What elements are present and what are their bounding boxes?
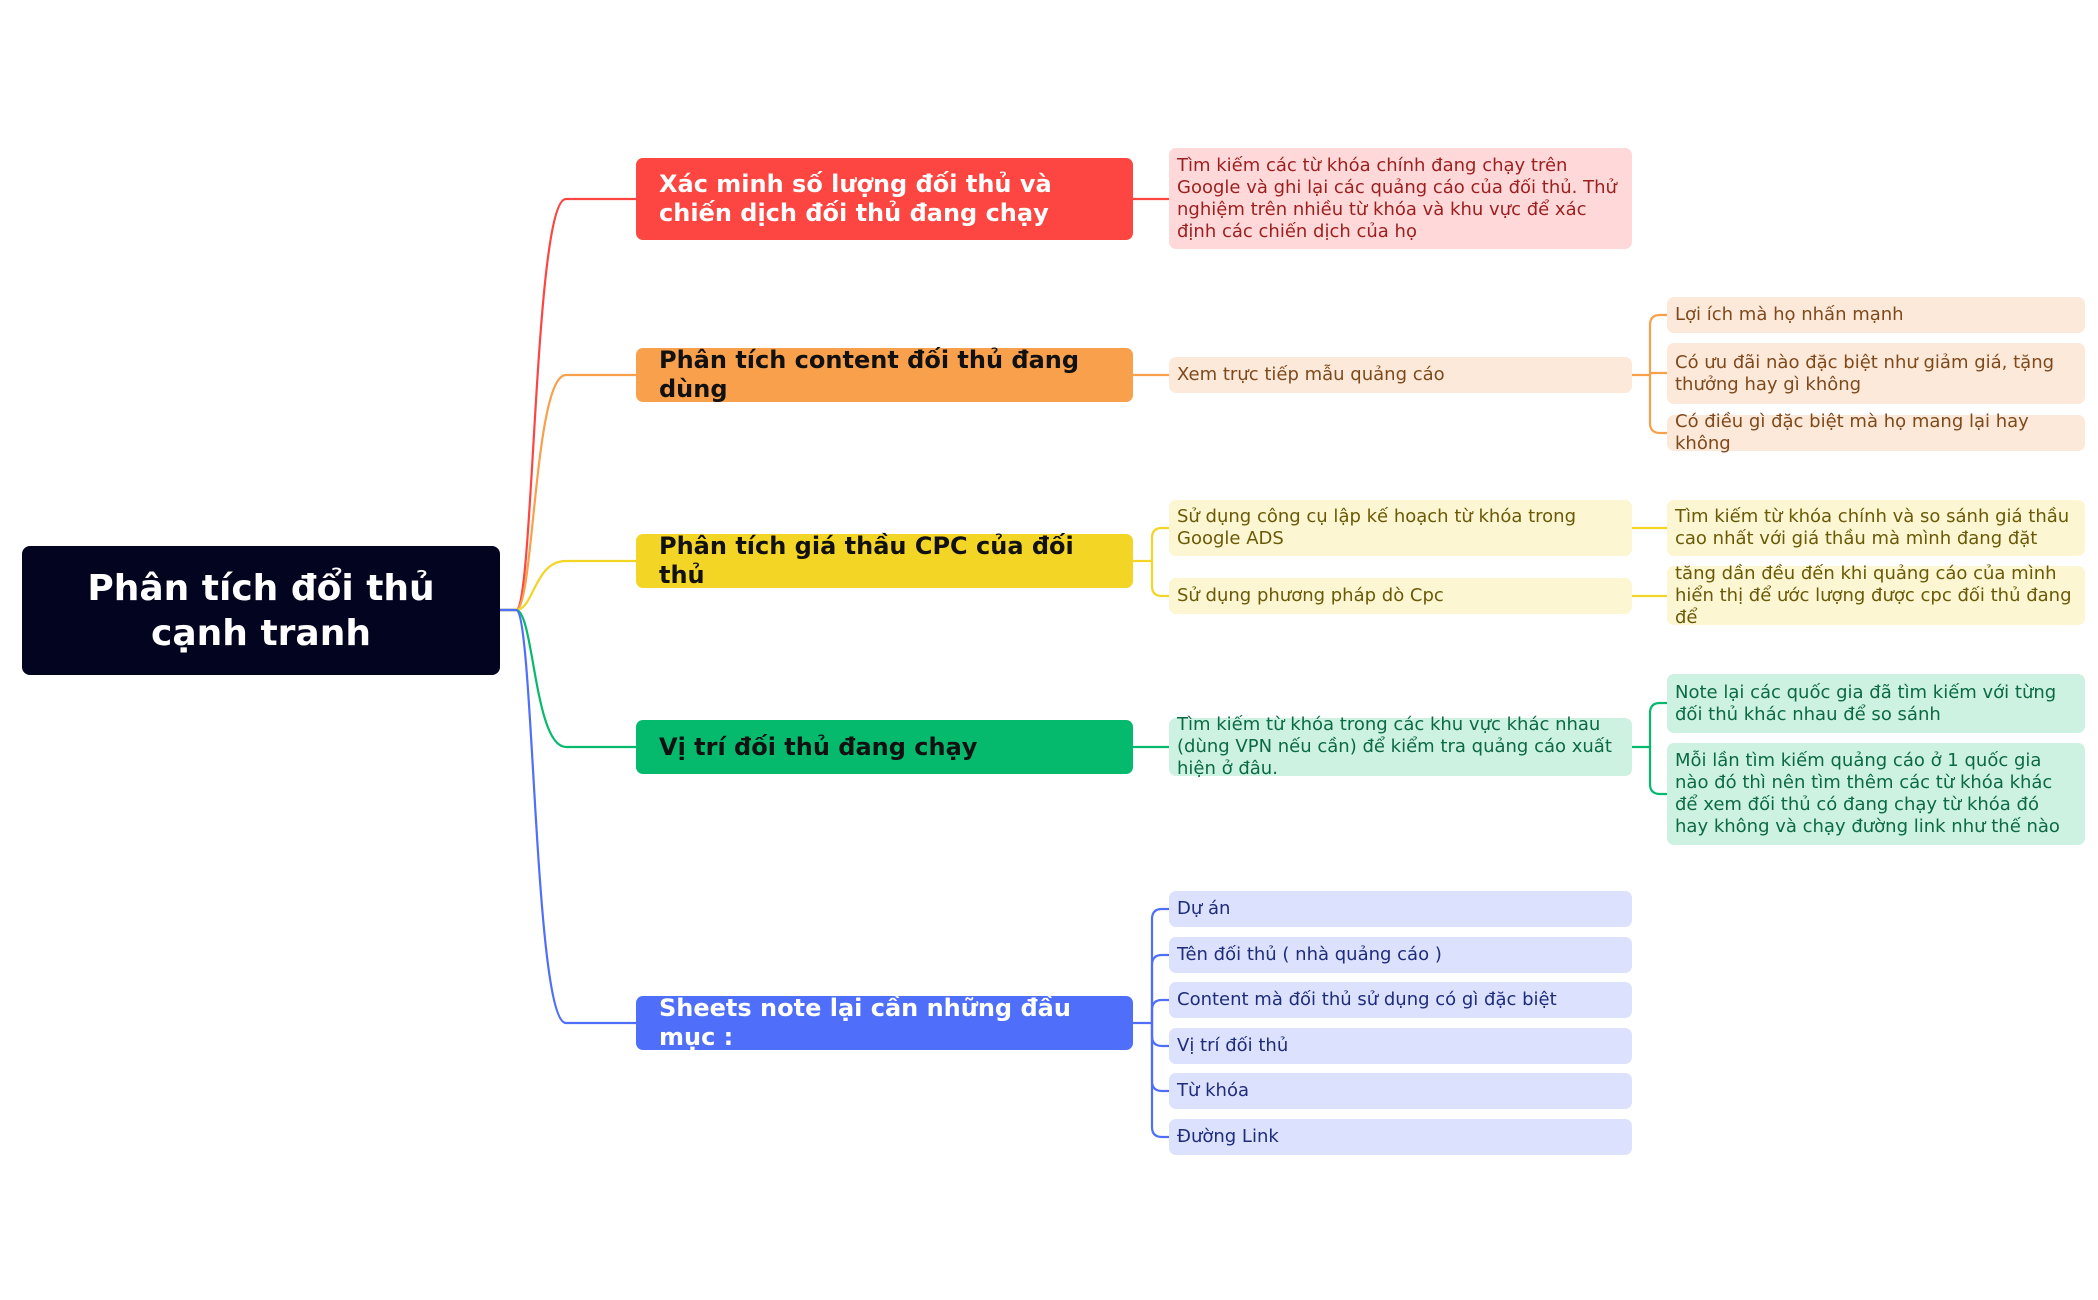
connector-blue-sub-5 [1150, 1023, 1169, 1139]
sub-label: Tìm kiếm từ khóa trong các khu vực khác … [1177, 714, 1612, 779]
connector-root-green [500, 608, 636, 749]
leaf-special-value[interactable]: Có điều gì đặc biệt mà họ mang lại hay k… [1667, 411, 2085, 454]
branch-label: Vị trí đối thủ đang chạy [659, 732, 978, 761]
connector-yellow-sub-1 [1150, 561, 1169, 598]
connector-root-blue [500, 608, 636, 1025]
leaf-label: Note lại các quốc gia đã tìm kiếm với từ… [1675, 681, 2057, 725]
sub-search-main-keywords[interactable]: Tìm kiếm các từ khóa chính đang chạy trê… [1169, 148, 1632, 249]
branch-sheets-notes[interactable]: Sheets note lại cần những đầu mục : [636, 994, 1133, 1051]
connector-blue-sub-4 [1150, 1023, 1169, 1093]
connector-blue-sub-2 [1150, 998, 1169, 1023]
connector-green-leaf-0 [1648, 701, 1667, 747]
leaf-label: Lợi ích mà họ nhấn mạnh [1675, 304, 1904, 325]
leaf-search-more-keywords[interactable]: Mỗi lần tìm kiếm quảng cáo ở 1 quốc gia … [1667, 743, 2085, 845]
branch-label: Phân tích content đối thủ đang dùng [659, 346, 1080, 403]
sub-competitor-name[interactable]: Tên đối thủ ( nhà quảng cáo ) [1169, 937, 1632, 973]
connector-blue-sub-0 [1150, 907, 1169, 1023]
connector-orange-leaf-0 [1648, 313, 1667, 375]
sub-keyword-planner[interactable]: Sử dụng công cụ lập kế hoạch từ khóa tro… [1169, 500, 1632, 556]
sub-label: Từ khóa [1177, 1080, 1249, 1101]
leaf-label: Tìm kiếm từ khóa chính và so sánh giá th… [1675, 506, 2070, 549]
sub-label: Vị trí đối thủ [1177, 1035, 1289, 1056]
sub-label: Tìm kiếm các từ khóa chính đang chạy trê… [1177, 154, 1617, 242]
leaf-note-countries[interactable]: Note lại các quốc gia đã tìm kiếm với từ… [1667, 674, 2085, 733]
sub-link[interactable]: Đường Link [1169, 1119, 1632, 1155]
leaf-special-offers[interactable]: Có ưu đãi nào đặc biệt như giảm giá, tặn… [1667, 343, 2085, 404]
leaf-emphasized-benefits[interactable]: Lợi ích mà họ nhấn mạnh [1667, 297, 2085, 333]
root-node[interactable]: Phân tích đổi thủ cạnh tranh [22, 546, 500, 675]
sub-search-regions-vpn[interactable]: Tìm kiếm từ khóa trong các khu vực khác … [1169, 714, 1632, 779]
connector-orange-leaf-2 [1648, 375, 1667, 435]
sub-project[interactable]: Dự án [1169, 891, 1632, 927]
connector-green-leaf-1 [1648, 747, 1667, 796]
leaf-label: Mỗi lần tìm kiếm quảng cáo ở 1 quốc gia … [1675, 750, 2060, 837]
connector-blue-sub-3 [1150, 1023, 1169, 1048]
connector-orange-leaf-1 [1648, 371, 1667, 376]
sub-competitor-location[interactable]: Vị trí đối thủ [1169, 1028, 1632, 1064]
leaf-label: Có ưu đãi nào đặc biệt như giảm giá, tặn… [1675, 351, 2055, 395]
sub-label: Sử dụng công cụ lập kế hoạch từ khóa tro… [1177, 506, 1577, 549]
connector-yellow-sub-0 [1150, 526, 1169, 561]
sub-label: Content mà đối thủ sử dụng có gì đặc biệ… [1177, 989, 1557, 1010]
sub-special-content[interactable]: Content mà đối thủ sử dụng có gì đặc biệ… [1169, 982, 1632, 1018]
sub-label: Xem trực tiếp mẫu quảng cáo [1177, 364, 1445, 385]
sub-label: Tên đối thủ ( nhà quảng cáo ) [1177, 944, 1442, 965]
leaf-increase-bids[interactable]: tăng dần đều đến khi quảng cáo của mình … [1667, 563, 2085, 628]
branch-content-analysis[interactable]: Phân tích content đối thủ đang dùng [636, 346, 1133, 403]
branch-competitor-count[interactable]: Xác minh số lượng đối thủ và chiến dịch … [636, 158, 1133, 240]
connector-root-red [500, 197, 636, 612]
sub-label: Đường Link [1177, 1126, 1279, 1147]
branch-label: Sheets note lại cần những đầu mục : [659, 994, 1071, 1051]
sub-view-ad-samples[interactable]: Xem trực tiếp mẫu quảng cáo [1169, 357, 1632, 393]
connector-blue-sub-1 [1150, 953, 1169, 1023]
connector-root-orange [500, 373, 636, 612]
sub-label: Dự án [1177, 898, 1231, 919]
leaf-label: Có điều gì đặc biệt mà họ mang lại hay k… [1675, 411, 2029, 454]
sub-label: Sử dụng phương pháp dò Cpc [1177, 585, 1444, 606]
branch-label: Phân tích giá thầu CPC của đối thủ [659, 532, 1074, 589]
sub-keyword[interactable]: Từ khóa [1169, 1073, 1632, 1109]
branch-cpc-bid-analysis[interactable]: Phân tích giá thầu CPC của đối thủ [636, 532, 1133, 589]
sub-cpc-probing[interactable]: Sử dụng phương pháp dò Cpc [1169, 578, 1632, 614]
branch-label: Xác minh số lượng đối thủ và chiến dịch … [659, 170, 1052, 227]
leaf-compare-bids[interactable]: Tìm kiếm từ khóa chính và so sánh giá th… [1667, 500, 2085, 556]
root-label: Phân tích đổi thủ cạnh tranh [87, 567, 435, 654]
branch-competitor-location[interactable]: Vị trí đối thủ đang chạy [636, 720, 1133, 774]
leaf-label: tăng dần đều đến khi quảng cáo của mình … [1675, 562, 2072, 628]
